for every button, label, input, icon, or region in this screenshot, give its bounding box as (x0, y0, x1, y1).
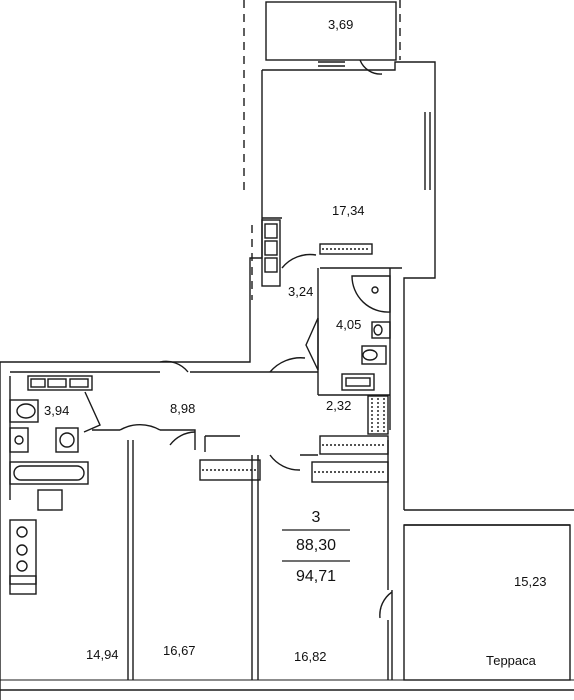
summary-rooms-count: 3 (311, 509, 321, 526)
room-area-wc: 3,94 (44, 403, 70, 418)
summary-area-total: 94,71 (295, 568, 337, 585)
room-area-hall: 8,98 (170, 401, 196, 416)
balcony-outline (265, 1, 397, 61)
room-area-bedroom-mid: 16,67 (163, 643, 196, 658)
room-area-living: 17,34 (332, 203, 365, 218)
room-area-terrace: 15,23 (514, 574, 547, 589)
room-area-kitchen: 14,94 (86, 647, 119, 662)
room-area-bathroom: 4,05 (336, 317, 362, 332)
terrace-label: Терраса (486, 653, 536, 668)
summary-area-living: 88,30 (295, 537, 337, 554)
room-area-balcony: 3,69 (328, 17, 354, 32)
room-area-closet: 2,32 (326, 398, 352, 413)
shower-tray (351, 275, 391, 313)
room-area-bedroom-right: 16,82 (294, 649, 327, 664)
room-area-corridor-small: 3,24 (288, 284, 314, 299)
